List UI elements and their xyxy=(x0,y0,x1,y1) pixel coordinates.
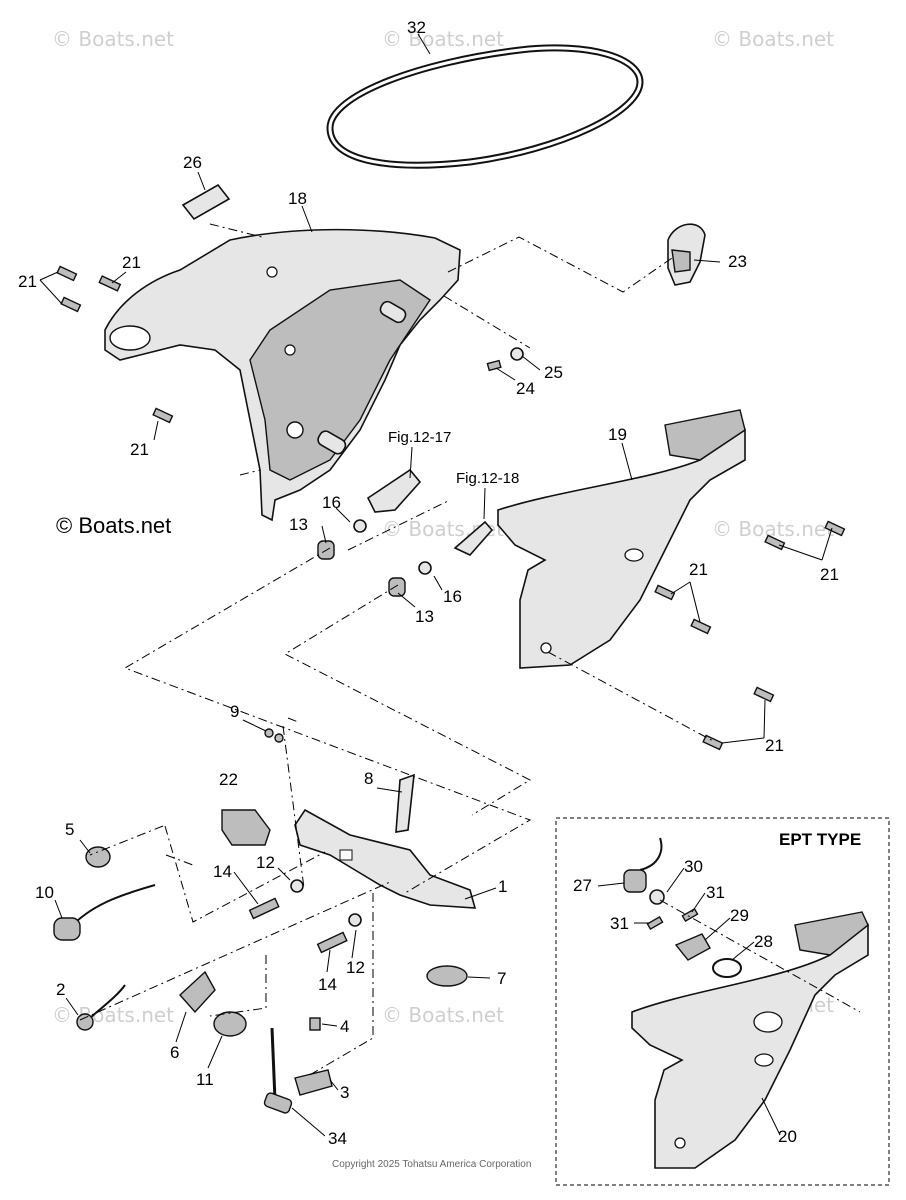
part-10-cable xyxy=(53,884,156,941)
callout-13: 13 xyxy=(289,515,308,534)
callout-14: 14 xyxy=(213,862,232,881)
callout-27: 27 xyxy=(573,876,592,895)
callout-22: 22 xyxy=(219,770,238,789)
callout-7: 7 xyxy=(497,969,506,988)
callout-31: 31 xyxy=(706,883,725,902)
callout-21: 21 xyxy=(765,736,784,755)
watermark: © Boats.net xyxy=(52,27,174,51)
part-19-lower-cowl xyxy=(497,409,746,669)
part-21-bolts-right xyxy=(654,520,846,751)
callout-6: 6 xyxy=(170,1043,179,1062)
part-22-pad xyxy=(221,809,271,846)
part-5-cap xyxy=(85,846,111,868)
assembly-dash-lines xyxy=(79,223,716,1077)
part-23-clip xyxy=(667,223,706,286)
part-32-seal-ring xyxy=(326,44,644,169)
part-9-screws xyxy=(264,728,284,743)
callout-14: 14 xyxy=(318,975,337,994)
part-1-bracket-assembly xyxy=(294,808,477,909)
part-18-upper-housing xyxy=(104,228,461,522)
watermark: © Boats.net xyxy=(52,1003,174,1027)
callout-3: 3 xyxy=(340,1083,349,1102)
callout-24: 24 xyxy=(516,379,535,398)
callout-1: 1 xyxy=(498,877,507,896)
callout-25: 25 xyxy=(544,363,563,382)
callout-34: 34 xyxy=(328,1129,347,1148)
callout-29: 29 xyxy=(730,906,749,925)
callout-18: 18 xyxy=(288,189,307,208)
part-21-bolts xyxy=(56,265,174,424)
part-8-bracket xyxy=(395,773,415,833)
watermark: © Boats.net xyxy=(382,27,504,51)
callout-12: 12 xyxy=(256,853,275,872)
watermark: © Boats.net xyxy=(382,1003,504,1027)
part-2-switch xyxy=(76,984,126,1031)
callout-31: 31 xyxy=(610,914,629,933)
callout-11: 11 xyxy=(196,1070,214,1089)
watermark: © Boats.net xyxy=(712,27,834,51)
callout-10: 10 xyxy=(35,883,54,902)
callout-8: 8 xyxy=(364,769,373,788)
part-26-decal xyxy=(181,183,231,221)
callout-19: 19 xyxy=(608,425,627,444)
callout-28: 28 xyxy=(754,932,773,951)
ept-type-inset: EPT TYPE 27 30 31 31 29 28 20 xyxy=(555,817,890,1186)
callout-21: 21 xyxy=(820,565,839,584)
callout-21: 21 xyxy=(689,560,708,579)
part-3-4-34-fittings xyxy=(263,1017,333,1114)
part-14-12-bolts xyxy=(248,879,362,954)
figure-ref-12-18[interactable]: Fig.12-18 xyxy=(456,470,519,487)
callout-20: 20 xyxy=(778,1127,797,1146)
callout-5: 5 xyxy=(65,820,74,839)
callout-21: 21 xyxy=(130,440,149,459)
callout-4: 4 xyxy=(340,1017,349,1036)
callout-9: 9 xyxy=(230,702,239,721)
brand-label: © Boats.net xyxy=(56,513,171,538)
part-24-25-screw-washer xyxy=(486,347,524,372)
callout-21: 21 xyxy=(18,272,37,291)
callout-13: 13 xyxy=(415,607,434,626)
part-7-grommet xyxy=(426,965,468,987)
figure-ref-12-17[interactable]: Fig.12-17 xyxy=(388,429,451,446)
callout-16: 16 xyxy=(443,587,462,606)
callout-30: 30 xyxy=(684,857,703,876)
copyright-text: Copyright 2025 Tohatsu America Corporati… xyxy=(332,1159,531,1170)
callout-26: 26 xyxy=(183,153,202,172)
callout-23: 23 xyxy=(728,252,747,271)
watermark: © Boats.net xyxy=(712,517,834,541)
part-6-11-boots xyxy=(179,970,247,1037)
callout-32: 32 xyxy=(407,18,426,37)
ept-box-title: EPT TYPE xyxy=(779,830,861,849)
callout-16: 16 xyxy=(322,493,341,512)
callout-12: 12 xyxy=(346,958,365,977)
callout-2: 2 xyxy=(56,980,65,999)
callout-21: 21 xyxy=(122,253,141,272)
leader-lines xyxy=(39,33,833,1137)
callout-labels: 32 26 18 21 21 21 23 25 24 21 19 16 13 1… xyxy=(18,18,839,1148)
